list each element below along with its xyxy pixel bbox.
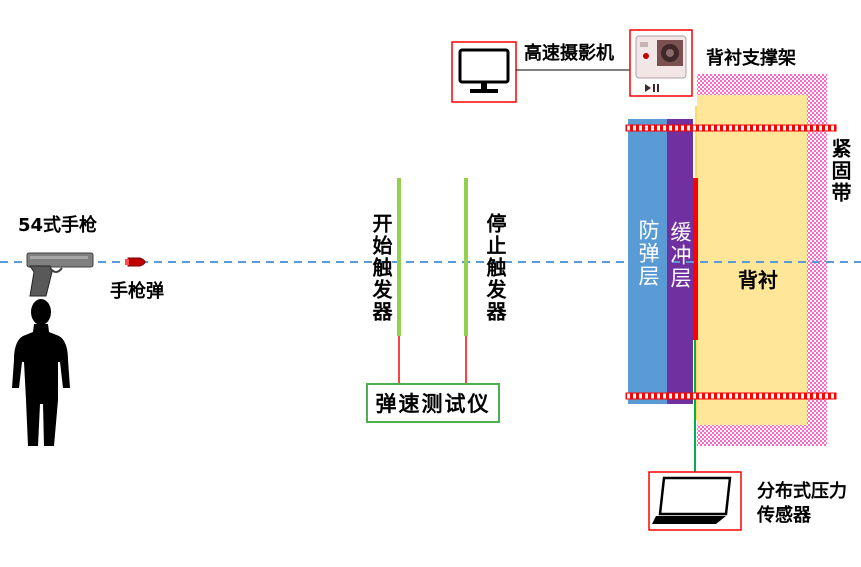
pressure-sensor-strip [693, 178, 698, 340]
start-trigger-bar [397, 178, 401, 336]
camera-label: 高速摄影机 [524, 43, 614, 64]
start-trigger-label: 开始触发器 [369, 213, 393, 323]
camera-icon [635, 35, 687, 92]
armor-layer-label: 防弹层 [636, 219, 660, 288]
backing-block [697, 95, 807, 425]
laptop-icon [652, 476, 732, 524]
stop-trigger-bar [464, 178, 468, 336]
sensor-label: 分布式压力传感器 [757, 481, 847, 527]
pistol-label: 54式手枪 [18, 215, 98, 236]
stop-trigger-label: 停止触发器 [483, 213, 507, 323]
strap-top [625, 124, 837, 132]
monitor-icon [458, 48, 510, 93]
backing-label: 背衬 [738, 268, 778, 292]
bullet-label: 手枪弹 [110, 281, 164, 302]
backing-frame-label: 背衬支撑架 [706, 48, 796, 69]
strap-bottom [625, 392, 837, 400]
strap-label: 紧固带 [828, 138, 852, 204]
pistol-icon [26, 252, 94, 297]
buffer-layer-label: 缓冲层 [668, 221, 692, 290]
shooter-silhouette [12, 299, 70, 446]
bullet-icon [125, 257, 146, 267]
velocity-meter-box: 弹速测试仪 [366, 383, 500, 423]
